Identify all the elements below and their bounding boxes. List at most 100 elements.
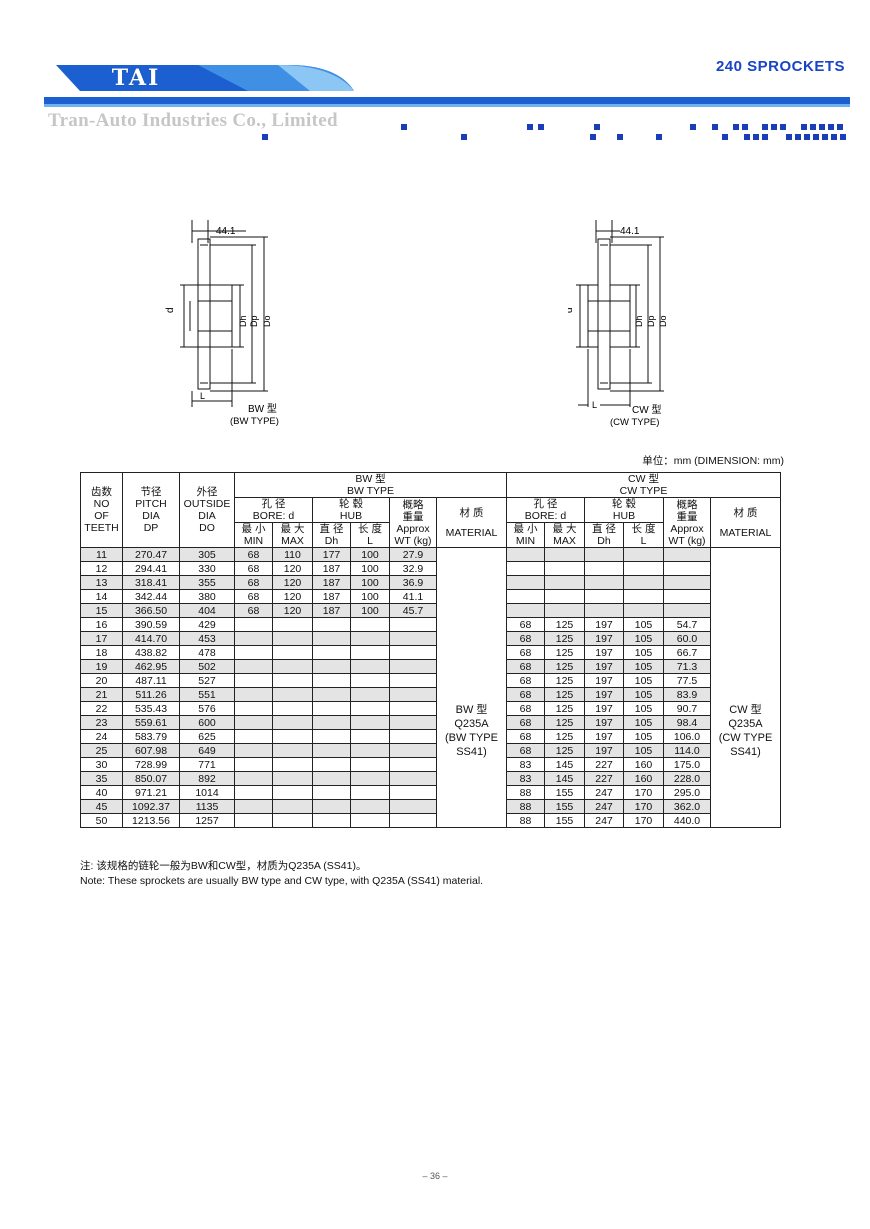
table-cell <box>272 729 313 744</box>
table-cell: 175.0 <box>663 757 711 772</box>
table-cell <box>272 645 313 660</box>
table-cell <box>312 743 351 758</box>
table-cell <box>663 603 711 618</box>
table-cell <box>350 687 390 702</box>
table-cell <box>584 547 624 562</box>
table-cell: 105 <box>623 617 664 632</box>
page-title: 240 SPROCKETS <box>715 58 845 75</box>
table-cell <box>272 785 313 800</box>
table-cell: 197 <box>584 617 624 632</box>
table-cell: 511.26 <box>122 687 180 702</box>
table-cell <box>506 561 545 576</box>
table-cell: 105 <box>623 729 664 744</box>
table-cell <box>584 603 624 618</box>
cw-dim-l: L <box>592 400 597 410</box>
table-cell: 197 <box>584 729 624 744</box>
table-cell: 478 <box>179 645 235 660</box>
table-cell: 11 <box>80 547 123 562</box>
table-cell <box>272 715 313 730</box>
table-cell: 125 <box>544 673 585 688</box>
table-cell: 155 <box>544 813 585 828</box>
table-cell <box>234 715 273 730</box>
table-cell: 227 <box>584 771 624 786</box>
bw-type-label-cn: BW 型 <box>248 402 277 415</box>
table-cell <box>389 617 437 632</box>
table-cell: 90.7 <box>663 701 711 716</box>
table-cell: 187 <box>312 603 351 618</box>
table-cell: 390.59 <box>122 617 180 632</box>
table-cell <box>389 729 437 744</box>
page-header: TAI 240 SPROCKETS Tran-Auto Industries C… <box>0 0 870 160</box>
table-cell: 247 <box>584 813 624 828</box>
table-cell <box>506 603 545 618</box>
table-cell: 850.07 <box>122 771 180 786</box>
table-cell: 527 <box>179 673 235 688</box>
table-cell <box>544 603 585 618</box>
cw-dim-dp: Dp <box>646 315 656 327</box>
table-cell: 125 <box>544 743 585 758</box>
table-cell <box>234 813 273 828</box>
table-cell: 380 <box>179 589 235 604</box>
table-cell: 1014 <box>179 785 235 800</box>
table-cell: 120 <box>272 561 313 576</box>
table-cell <box>272 631 313 646</box>
table-cell: 197 <box>584 673 624 688</box>
table-cell: 100 <box>350 589 390 604</box>
table-cell <box>312 701 351 716</box>
table-cell: 607.98 <box>122 743 180 758</box>
table-cell <box>389 757 437 772</box>
table-cell <box>389 659 437 674</box>
table-cell <box>584 589 624 604</box>
table-cell: 41.1 <box>389 589 437 604</box>
table-cell: 125 <box>544 701 585 716</box>
table-cell: 155 <box>544 785 585 800</box>
table-cell: 600 <box>179 715 235 730</box>
table-cell: 22 <box>80 701 123 716</box>
table-cell: 892 <box>179 771 235 786</box>
header-rule <box>44 97 850 104</box>
table-cell: 228.0 <box>663 771 711 786</box>
table-cell: 27.9 <box>389 547 437 562</box>
table-cell: 105 <box>623 687 664 702</box>
table-cell: 125 <box>544 617 585 632</box>
table-cell <box>623 603 664 618</box>
header-rule-light <box>44 104 850 107</box>
table-cell <box>584 561 624 576</box>
table-cell <box>234 785 273 800</box>
table-cell: 88 <box>506 799 545 814</box>
table-cell: 100 <box>350 603 390 618</box>
table-cell: 68 <box>506 673 545 688</box>
table-cell: 576 <box>179 701 235 716</box>
table-cell <box>544 561 585 576</box>
table-cell <box>663 589 711 604</box>
table-cell <box>663 561 711 576</box>
table-cell: 105 <box>623 645 664 660</box>
bw-type-label-en: (BW TYPE) <box>230 416 279 427</box>
table-cell: 649 <box>179 743 235 758</box>
table-cell: 68 <box>506 645 545 660</box>
table-cell <box>506 589 545 604</box>
table-cell <box>623 561 664 576</box>
table-cell: 68 <box>234 589 273 604</box>
table-cell <box>234 617 273 632</box>
table-cell: 187 <box>312 575 351 590</box>
table-cell <box>312 757 351 772</box>
table-cell: 45.7 <box>389 603 437 618</box>
table-cell <box>389 813 437 828</box>
table-cell: 125 <box>544 631 585 646</box>
table-cell: 170 <box>623 785 664 800</box>
table-cell <box>234 799 273 814</box>
table-cell <box>272 771 313 786</box>
table-cell: 30 <box>80 757 123 772</box>
table-cell: 40 <box>80 785 123 800</box>
